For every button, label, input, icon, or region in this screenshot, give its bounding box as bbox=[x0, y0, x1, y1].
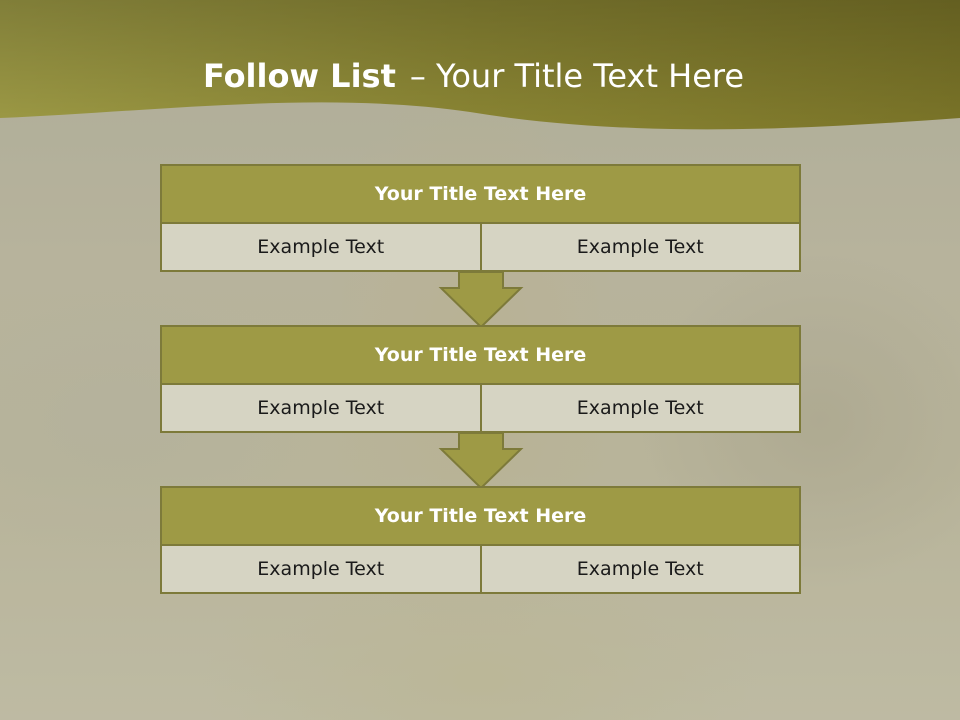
step-title: Your Title Text Here bbox=[162, 488, 799, 546]
step-box-1: Your Title Text Here Example Text Exampl… bbox=[160, 164, 801, 272]
down-arrow-icon bbox=[438, 271, 524, 329]
step-text-right: Example Text bbox=[479, 385, 799, 431]
step-box-2: Your Title Text Here Example Text Exampl… bbox=[160, 325, 801, 433]
step-row: Example Text Example Text bbox=[162, 546, 799, 592]
slide-title: Follow List – Your Title Text Here bbox=[0, 54, 960, 98]
step-row: Example Text Example Text bbox=[162, 224, 799, 270]
step-box-3: Your Title Text Here Example Text Exampl… bbox=[160, 486, 801, 594]
down-arrow-icon bbox=[438, 432, 524, 490]
slide-title-rest: – Your Title Text Here bbox=[409, 57, 745, 95]
step-title: Your Title Text Here bbox=[162, 166, 799, 224]
step-text-left: Example Text bbox=[162, 546, 480, 592]
step-text-right: Example Text bbox=[479, 224, 799, 270]
slide-title-bold: Follow List bbox=[203, 57, 396, 95]
step-title: Your Title Text Here bbox=[162, 327, 799, 385]
step-text-right: Example Text bbox=[479, 546, 799, 592]
step-text-left: Example Text bbox=[162, 385, 480, 431]
step-text-left: Example Text bbox=[162, 224, 480, 270]
header-band bbox=[0, 0, 960, 130]
step-row: Example Text Example Text bbox=[162, 385, 799, 431]
